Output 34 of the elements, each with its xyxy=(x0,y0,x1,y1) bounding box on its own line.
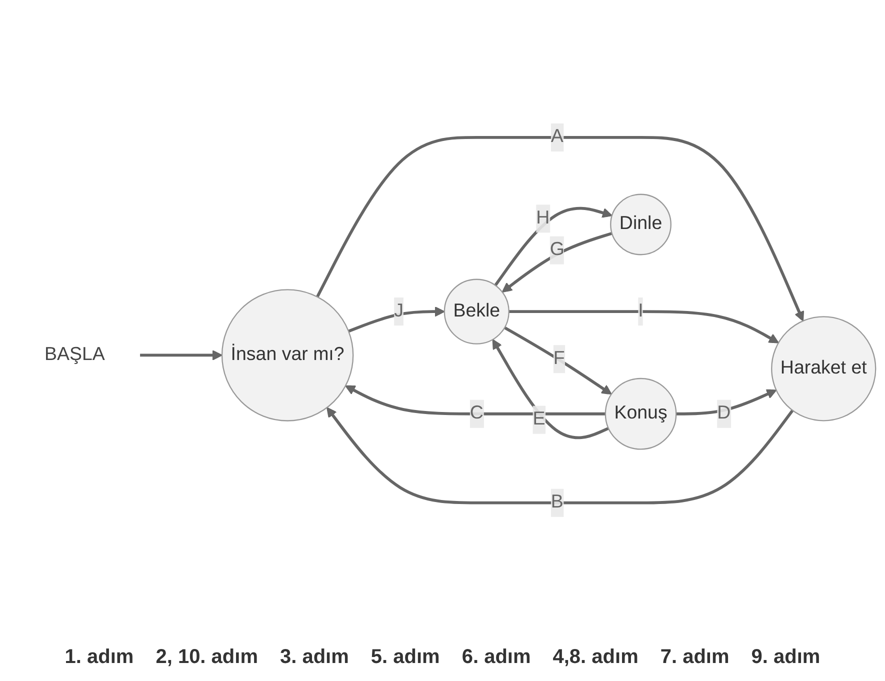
edge-label: C xyxy=(470,403,484,424)
arrow xyxy=(316,136,804,322)
node-circle: Haraket et xyxy=(771,316,876,422)
step-label: 1. adım xyxy=(64,646,134,669)
arrow xyxy=(348,306,445,332)
edge-label: E xyxy=(532,409,546,430)
node-circle: Bekle xyxy=(444,278,510,344)
arrow xyxy=(502,232,612,292)
edge-label: B xyxy=(550,492,564,512)
node-circle: Konuş xyxy=(604,378,677,450)
step-label: 6. adım xyxy=(462,646,531,669)
arrow xyxy=(345,385,606,416)
step-label: 9. adım xyxy=(751,646,820,669)
step-label: 4,8. adım xyxy=(552,646,638,669)
step-label: 3. adım xyxy=(280,646,349,669)
edge-label: I xyxy=(638,300,644,321)
step-label: 2, 10. adım xyxy=(156,646,258,669)
node-circle: Dinle xyxy=(610,194,672,256)
edge-label: A xyxy=(550,126,564,147)
arrow xyxy=(508,310,779,344)
arrow xyxy=(494,206,612,286)
edge-label: F xyxy=(553,348,565,368)
step-label: 7. adım xyxy=(660,646,730,669)
node-text: BAŞLA xyxy=(44,344,105,364)
edge-label: D xyxy=(717,403,731,424)
arrow xyxy=(140,350,222,360)
edge-label: J xyxy=(394,300,404,321)
edge-label: H xyxy=(536,208,550,228)
edge-label: G xyxy=(550,240,564,260)
arrow xyxy=(504,326,612,394)
arrow xyxy=(492,338,610,439)
node-circle: İnsan var mı? xyxy=(221,288,354,422)
step-label: 5. adım xyxy=(370,646,440,669)
arrow xyxy=(326,406,794,504)
